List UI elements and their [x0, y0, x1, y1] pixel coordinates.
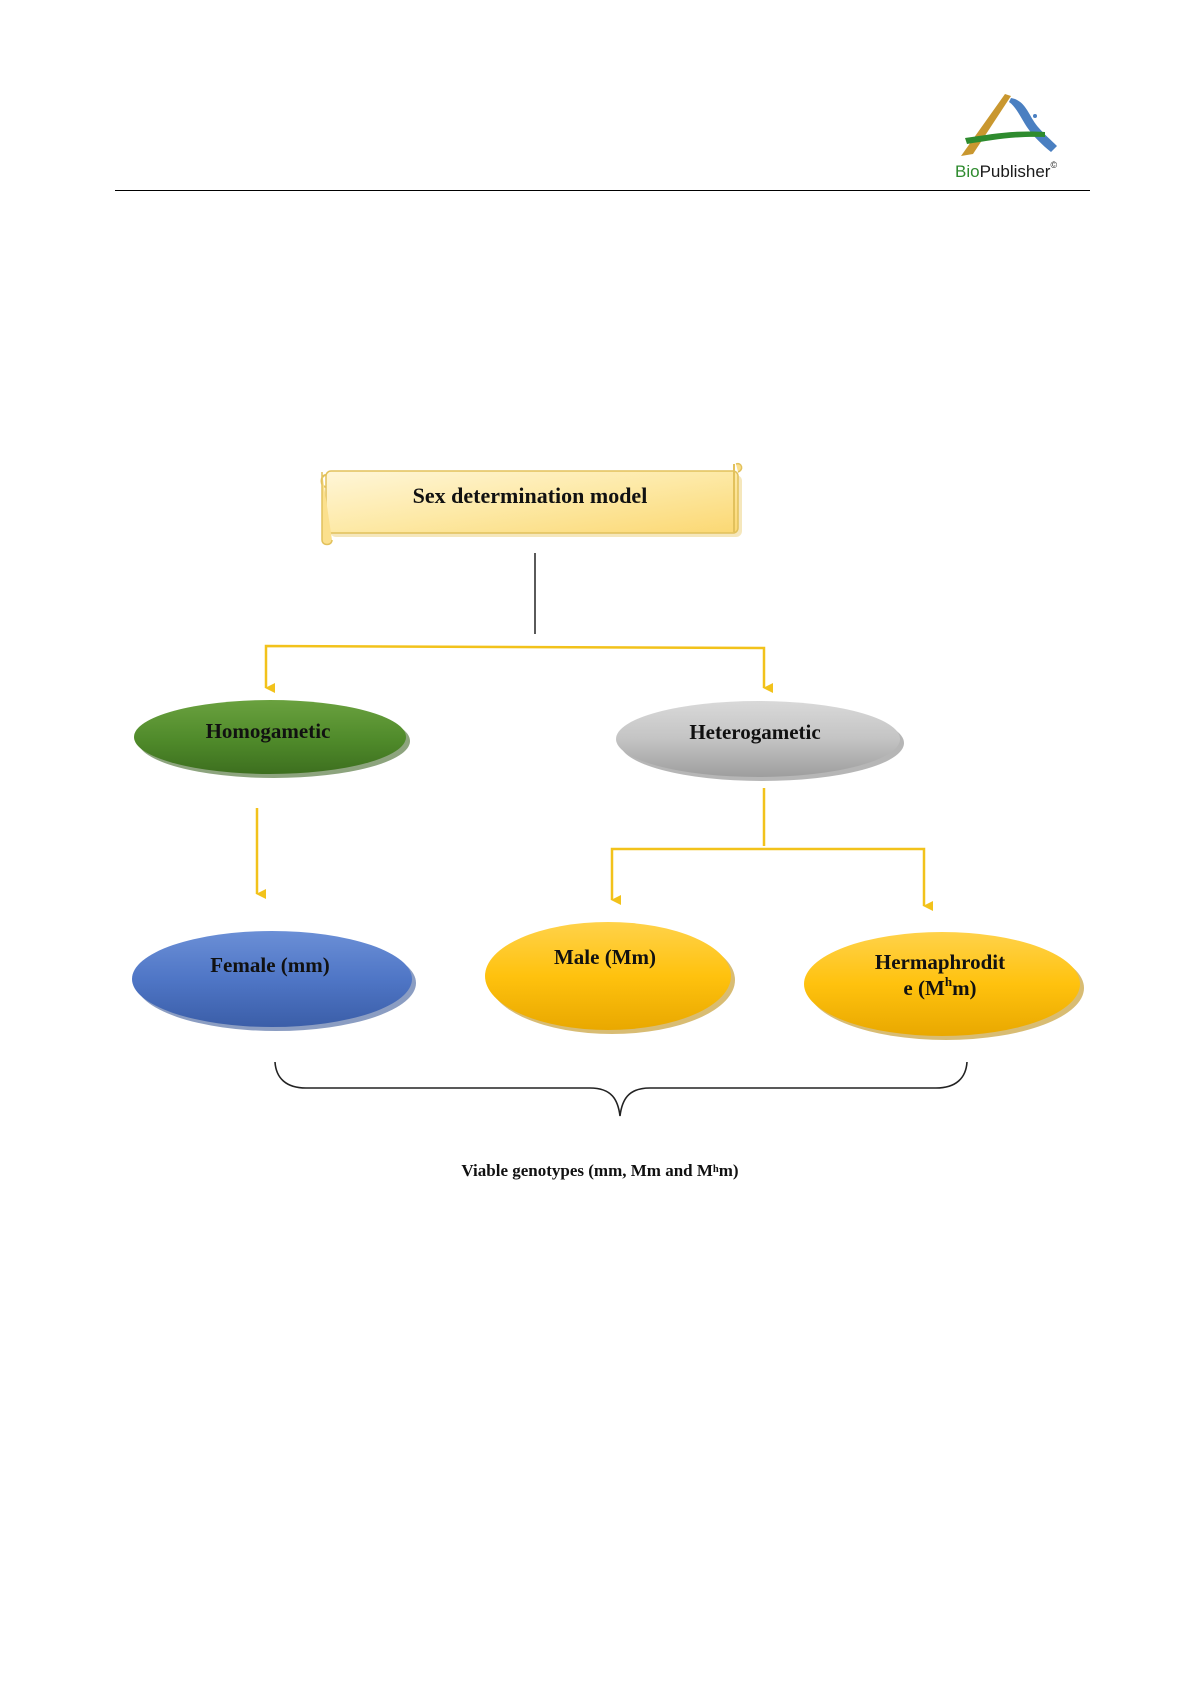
grouping-brace — [274, 1061, 968, 1117]
biopublisher-logo-icon — [961, 94, 1057, 156]
homogametic-label: Homogametic — [205, 718, 331, 743]
female-label: Female (mm) — [210, 952, 330, 977]
heterogametic-node — [616, 701, 904, 781]
hermaphrodite-label-line2: e (Mhm) — [903, 973, 977, 1000]
diagram-title: Sex determination model — [412, 483, 648, 509]
hermaphrodite-node — [804, 932, 1084, 1040]
heterogametic-label: Heterogametic — [689, 719, 821, 744]
male-node — [485, 922, 735, 1034]
female-node — [132, 931, 416, 1031]
hermaphrodite-label-line1: Hermaphrodit — [874, 949, 1006, 974]
hermaphrodite-label: Hermaphrodit e (Mhm) — [802, 932, 1078, 1018]
male-label: Male (Mm) — [553, 944, 657, 969]
title-scroll — [320, 462, 743, 546]
homogametic-node — [134, 700, 410, 778]
header-divider — [115, 190, 1090, 191]
logo-wordmark: BioPublisher© — [955, 160, 1058, 181]
biopublisher-logo: BioPublisher© — [945, 88, 1075, 188]
top-branch-connector — [264, 644, 773, 693]
heterogametic-branch-connector — [610, 788, 933, 911]
